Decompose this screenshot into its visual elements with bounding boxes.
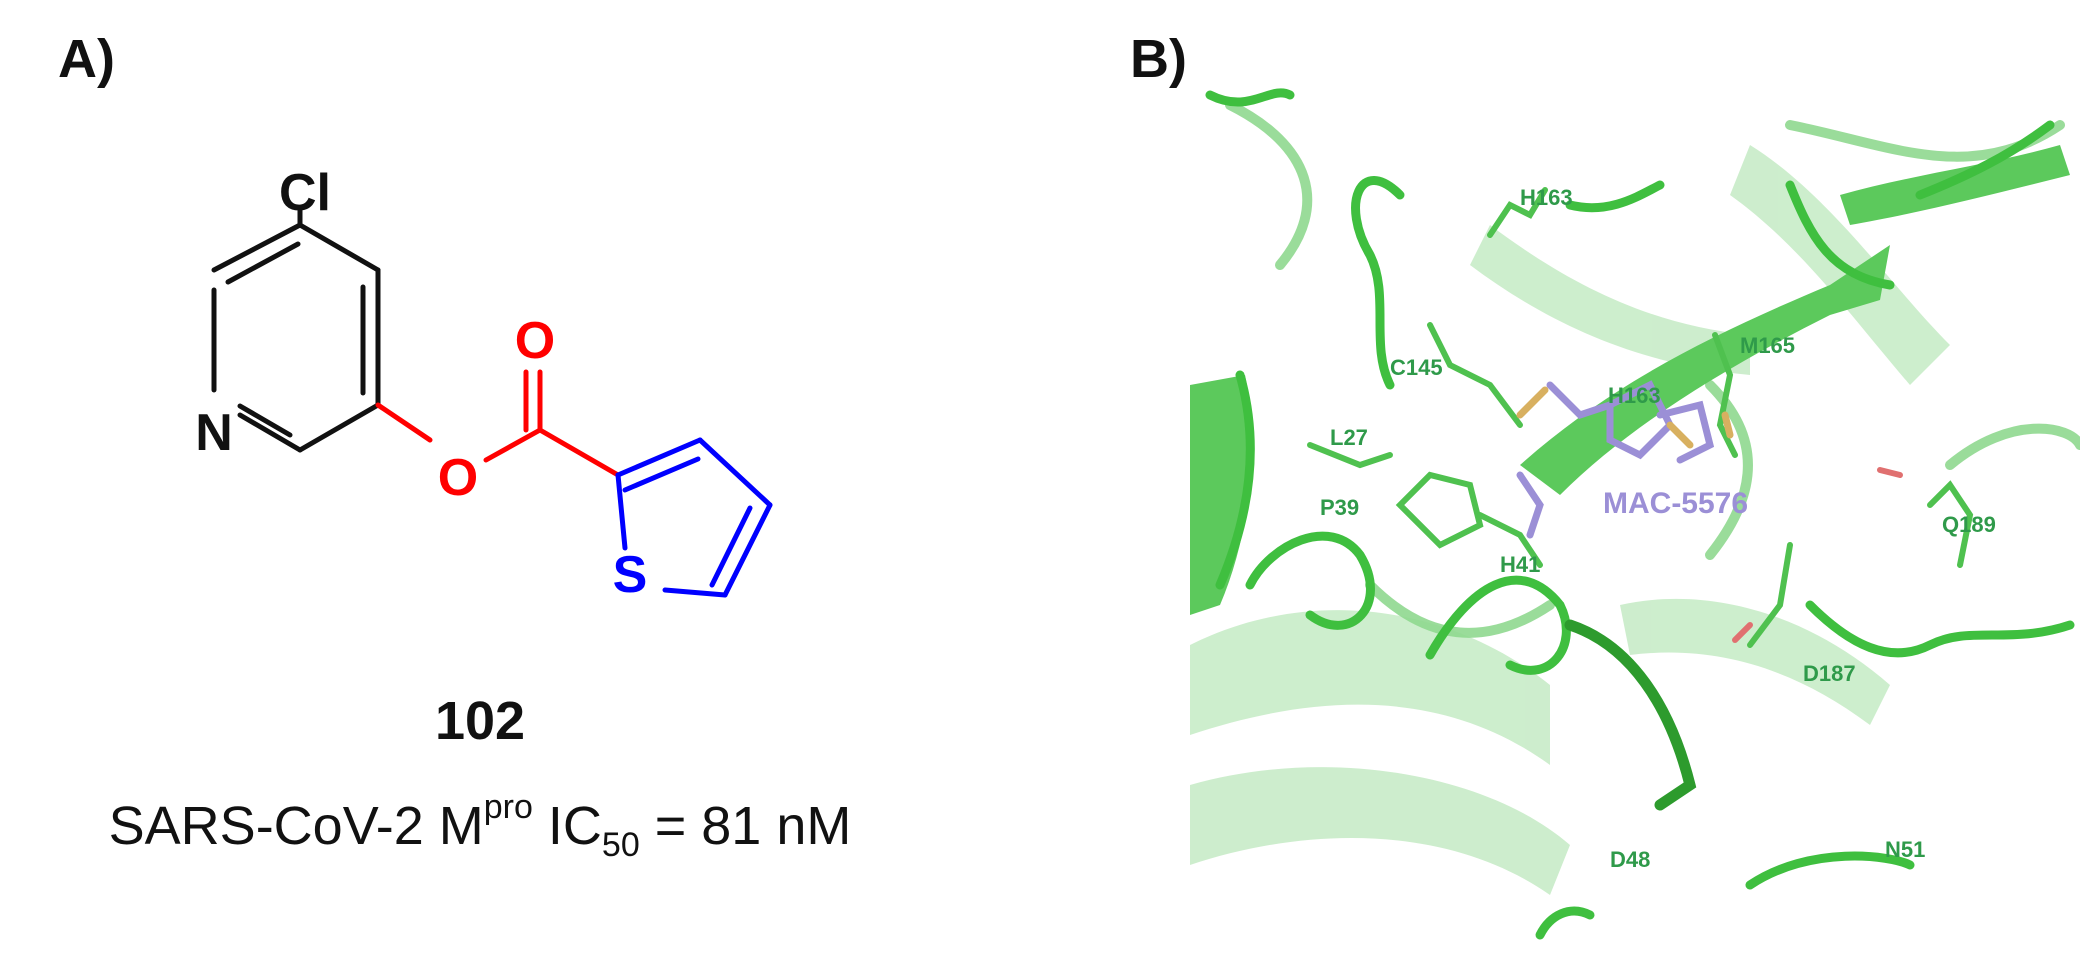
residue-c145: C145: [1390, 355, 1443, 380]
bond: [722, 502, 773, 598]
bond: [615, 472, 628, 551]
residue-n51: N51: [1885, 837, 1925, 862]
bond: [211, 222, 303, 273]
residue-h163-top: H163: [1520, 185, 1573, 210]
bond: [662, 587, 728, 598]
bond: [697, 437, 773, 508]
residue-m165: M165: [1740, 333, 1795, 358]
ligand-label: MAC-5576: [1603, 487, 1748, 520]
atom-o-ester: O: [438, 449, 478, 507]
bond: [709, 505, 753, 588]
bond: [297, 402, 381, 453]
oxygen-sticks: [1732, 467, 1903, 643]
atom-n: N: [195, 404, 233, 462]
bond: [622, 456, 701, 493]
residue-sticks: [1307, 187, 1974, 648]
panel-b-label: B): [1130, 29, 1187, 89]
atom-cl: Cl: [279, 164, 331, 222]
residue-h163-mid: H163: [1608, 383, 1661, 408]
bond: [615, 437, 703, 478]
residue-l27: L27: [1330, 425, 1368, 450]
sulfur-sticks: [1516, 386, 1734, 449]
residue-d187: D187: [1803, 661, 1856, 686]
atom-s: S: [613, 546, 648, 604]
residue-h41: H41: [1500, 552, 1540, 577]
compound-structure: Cl N O O S: [195, 164, 773, 604]
bond: [225, 241, 301, 285]
residue-p39: P39: [1320, 495, 1359, 520]
bond: [537, 427, 621, 478]
bond: [297, 222, 381, 273]
ligand-sticks: [1516, 380, 1715, 539]
bond: [483, 427, 543, 463]
residue-d48: D48: [1610, 847, 1650, 872]
bond: [237, 403, 293, 438]
panel-a-label: A): [58, 29, 115, 89]
bond: [375, 402, 433, 443]
activity-text: SARS-CoV-2 Mpro IC50 = 81 nM: [108, 788, 852, 864]
residue-q189: Q189: [1942, 512, 1996, 537]
protein-coils: [1205, 88, 2075, 940]
atom-o-carbonyl: O: [515, 312, 555, 370]
docking-render: H163 C145 M165 H163 L27 P39 H41 Q189 D18…: [1190, 85, 2080, 960]
background-loops: [1225, 100, 2080, 638]
bond: [237, 412, 303, 453]
compound-id: 102: [434, 691, 526, 751]
